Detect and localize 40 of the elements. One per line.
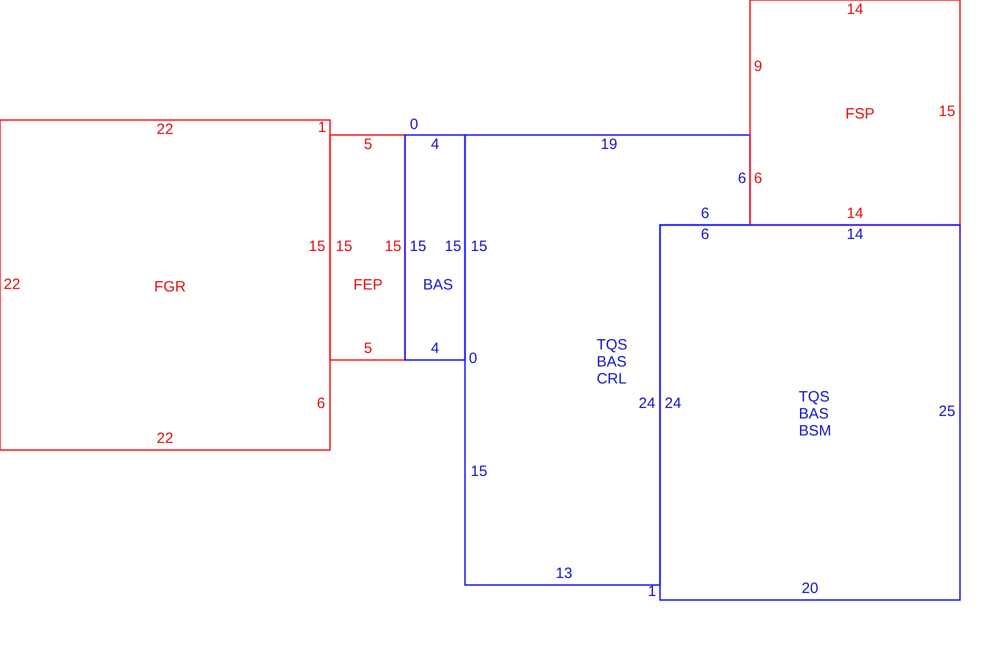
dimension-label: 15 (336, 239, 352, 255)
dimension-label: 14 (846, 2, 864, 18)
dimension-label: 15 (444, 239, 462, 255)
dimension-label: 15 (410, 239, 426, 255)
dimension-label: 1 (318, 120, 326, 136)
dimension-label: 6 (700, 227, 710, 243)
dimension-label: 0 (468, 351, 478, 367)
dimension-label: 5 (364, 341, 372, 357)
room-label: TQS BAS CRL (596, 336, 628, 388)
dimension-label: 15 (384, 239, 402, 255)
room-label: TQS BAS BSM (798, 388, 832, 440)
dimension-label: 24 (664, 396, 682, 412)
dimension-label: 15 (470, 239, 488, 255)
dimension-label: 22 (4, 277, 20, 293)
dimension-label: 15 (308, 239, 326, 255)
dimension-label: 6 (754, 171, 762, 187)
dimension-label: 0 (410, 117, 418, 133)
dimension-label: 25 (938, 404, 956, 420)
dimension-label: 5 (364, 137, 372, 153)
dimension-label: 13 (556, 566, 572, 582)
dimension-label: 15 (470, 464, 488, 480)
dimension-label: 14 (846, 227, 864, 243)
dimension-label: 4 (430, 341, 440, 357)
dimension-label: 15 (938, 104, 956, 120)
dimension-label: 20 (802, 581, 818, 597)
dimension-label: 19 (600, 137, 618, 153)
dimension-label: 6 (738, 171, 746, 187)
room-label: BAS (423, 276, 453, 294)
dimension-label: 1 (648, 584, 656, 600)
dimension-label: 22 (156, 431, 174, 447)
dimension-label: 4 (430, 137, 440, 153)
dimension-label: 6 (700, 206, 710, 222)
room-label: FGR (154, 278, 186, 296)
dimension-label: 24 (638, 396, 656, 412)
room-label: FEP (353, 276, 383, 294)
room-label: FSP (845, 106, 875, 122)
dimension-label: 22 (156, 122, 174, 138)
dimension-label: 14 (846, 206, 864, 222)
dimension-label: 9 (754, 59, 762, 75)
dimension-label: 6 (316, 396, 326, 412)
